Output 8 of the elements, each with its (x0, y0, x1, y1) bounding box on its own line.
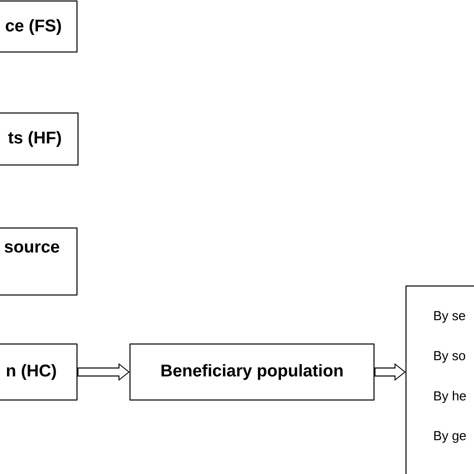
process-box: n (HC) (0, 344, 78, 400)
process-box: source (0, 228, 78, 296)
process-box: ts (HF) (0, 112, 78, 166)
process-box: By se By so By he By ge (406, 286, 474, 474)
arrow (78, 363, 130, 381)
process-box: Beneficiary population (130, 344, 374, 400)
arrow (374, 363, 406, 381)
process-box: ce (FS) (0, 0, 78, 52)
